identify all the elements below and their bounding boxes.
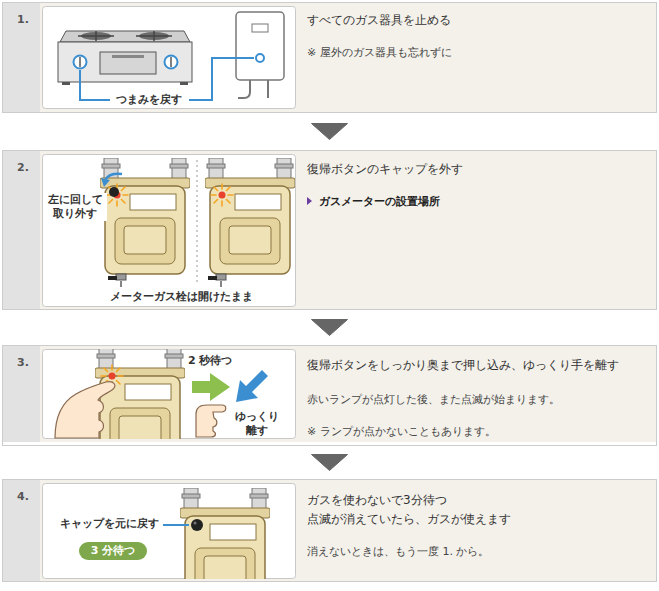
link-text: ガスメーターの設置場所 [319, 195, 440, 209]
callout-label: ゆっくり 離す [230, 410, 284, 438]
cap-back-illustration [163, 488, 270, 579]
cap-back-illustration [194, 522, 197, 525]
step-note: ※ 屋外のガス器具も忘れずに [307, 46, 652, 60]
callout-label: キャップを元に戻す [58, 517, 161, 531]
meter-cap-illustration [211, 184, 233, 206]
step-backgrounds [2, 479, 657, 582]
stove-and-heater-illustration [189, 58, 254, 100]
stove-and-heater-illustration [180, 82, 188, 85]
meter-cap-illustration [205, 158, 295, 274]
step-number: 4. [17, 490, 29, 504]
step-backgrounds [2, 2, 657, 113]
meter-cap-illustration [106, 184, 128, 206]
press-button-illustration [236, 370, 268, 402]
callout-label: つまみを戻す [114, 93, 184, 107]
step-backgrounds [2, 150, 40, 310]
step-arrow [312, 320, 348, 336]
stove-and-heater-illustration [238, 80, 250, 98]
stove-and-heater-illustration [252, 24, 268, 32]
step-backgrounds [2, 150, 657, 310]
cap-back-illustration [180, 488, 270, 579]
step-note: 赤いランプが点灯した後、また点滅が始まります。 [307, 393, 652, 407]
callout-label: 2 秒待つ [186, 354, 234, 368]
stove-and-heater-illustration [267, 80, 269, 98]
callout-label: 左に回して 取り外す [43, 193, 107, 221]
press-button-illustration [55, 382, 115, 438]
meter-cap-illustration [197, 160, 198, 285]
stove-and-heater-illustration [78, 31, 172, 41]
step-note: 消えないときは、もう一度 1. から。 [307, 545, 652, 559]
cap-back-illustration [191, 519, 203, 531]
stove-and-heater-illustration [95, 31, 97, 41]
step-note: ※ ランプが点かないこともあります。 [307, 425, 652, 439]
step-heading: 点滅が消えていたら、ガスが使えます [307, 512, 652, 528]
step-panel: 3. 復帰ボタンをしっかり奥まで押し込み、ゆっくり手を離す赤いランプが点灯した後、… [2, 345, 657, 446]
stove-and-heater-illustration [165, 56, 178, 69]
link-icon [307, 197, 312, 205]
step-number: 2. [17, 161, 29, 175]
step-backgrounds [43, 155, 296, 307]
meter-cap-illustration [109, 187, 119, 197]
stove-and-heater-illustration [80, 70, 110, 100]
wait-badge: 3 分待つ [79, 542, 147, 560]
step-arrow [312, 455, 348, 471]
stove-and-heater-illustration [79, 57, 81, 67]
stove-and-heater-illustration [236, 12, 284, 80]
step-panel: 2. 復帰ボタンのキャップを外すガスメーターの設置場所 [2, 150, 657, 310]
callout-label: メーターガス栓は開けたまま [108, 290, 255, 304]
step-number: 1. [17, 13, 29, 27]
step-heading: すべてのガス器具を止める [307, 13, 652, 29]
press-button-illustration [95, 349, 185, 439]
meter-cap-illustration [208, 276, 217, 280]
press-button-illustration [196, 405, 226, 437]
step-number: 3. [17, 356, 29, 370]
stove-and-heater-illustration [100, 52, 156, 74]
stove-and-heater-illustration [58, 12, 284, 100]
stove-and-heater-illustration [62, 82, 70, 85]
stove-and-heater-illustration [170, 57, 172, 67]
stove-and-heater-illustration [58, 42, 192, 82]
meter-cap-illustration [100, 158, 190, 274]
step-heading: ガスを使わないで3分待つ [307, 493, 652, 509]
stove-and-heater-illustration [153, 31, 155, 41]
cap-back-illustration [163, 524, 189, 526]
stove-and-heater-illustration [112, 55, 144, 58]
step-backgrounds [2, 479, 40, 582]
step-arrow [312, 124, 348, 140]
badge-text: 3 分待つ [91, 544, 135, 557]
meter-cap-illustration [220, 281, 221, 287]
stove-and-heater-illustration [256, 54, 264, 62]
meter-cap-illustration [108, 276, 117, 280]
meter-cap-illustration [100, 158, 295, 287]
meter-cap-illustration [216, 274, 226, 280]
step-backgrounds [2, 2, 40, 113]
stove-and-heater-illustration [74, 56, 87, 69]
step-heading: 復帰ボタンのキャップを外す [307, 162, 652, 178]
step-heading: 復帰ボタンをしっかり奥まで押し込み、ゆっくり手を離す [307, 358, 652, 374]
meter-cap-illustration [120, 281, 121, 287]
step-backgrounds [43, 7, 296, 109]
press-button-illustration [192, 373, 230, 401]
meter-cap-illustration [101, 178, 110, 187]
step-backgrounds [2, 2, 657, 582]
step-panel: 1. すべてのガス器具を止める ※ 屋外のガス器具も忘れずに [2, 2, 657, 113]
stove-and-heater-illustration [60, 31, 190, 42]
meter-cap-illustration [116, 274, 126, 280]
step-backgrounds [2, 345, 40, 442]
